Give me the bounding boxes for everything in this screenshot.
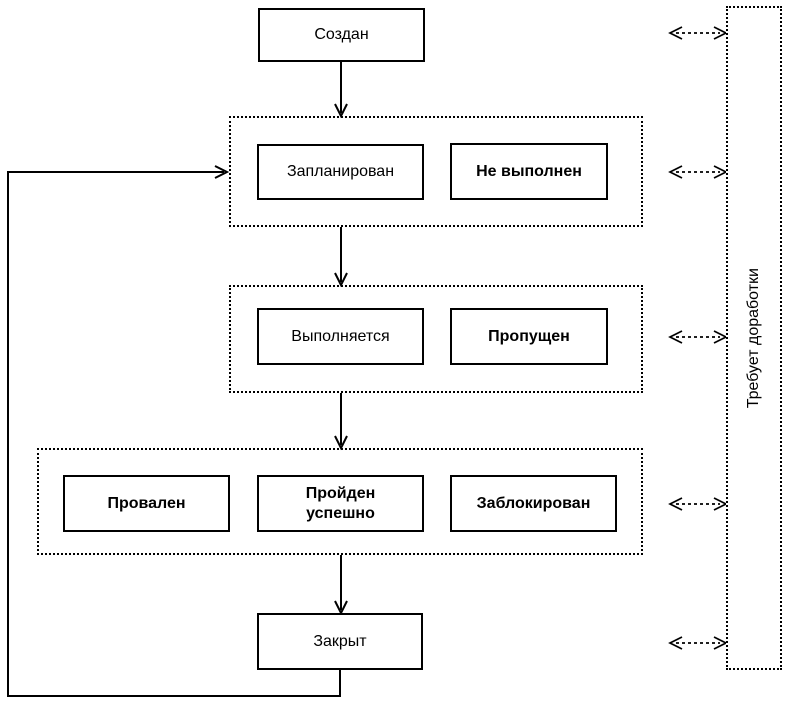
node-closed: Закрыт (257, 613, 423, 670)
node-blocked-label: Заблокирован (476, 494, 591, 512)
node-executing-label: Выполняется (291, 327, 390, 345)
arrow-planned-group-to-executing-group (334, 227, 348, 288)
arrow-closed-to-planned-loop (7, 165, 341, 697)
node-created: Создан (258, 8, 425, 62)
node-planned-label: Запланирован (286, 163, 395, 181)
node-blocked: Заблокирован (450, 475, 617, 532)
double-arrow-result-rework (668, 497, 728, 511)
node-executing: Выполняется (257, 308, 424, 365)
node-created-label: Создан (314, 26, 369, 44)
node-failed-label: Провален (107, 494, 186, 512)
node-passed-label: Пройден успешно (305, 485, 376, 522)
group-planned: Запланирован Не выполнен (229, 116, 643, 227)
group-executing: Выполняется Пропущен (229, 285, 643, 393)
node-planned: Запланирован (257, 144, 424, 200)
node-passed: Пройден успешно (257, 475, 424, 532)
node-not-executed: Не выполнен (450, 143, 608, 200)
arrow-executing-group-to-result-group (334, 393, 348, 451)
node-not-executed-label: Не выполнен (476, 162, 582, 180)
node-closed-label: Закрыт (313, 632, 367, 650)
arrow-created-to-planned-group (334, 62, 348, 119)
double-arrow-planned-rework (668, 165, 728, 179)
node-skipped-label: Пропущен (488, 327, 570, 345)
double-arrow-created-rework (668, 26, 728, 40)
double-arrow-executing-rework (668, 330, 728, 344)
double-arrow-closed-rework (668, 636, 728, 650)
node-skipped: Пропущен (450, 308, 608, 365)
node-needs-rework: Требует доработки (726, 6, 782, 670)
group-result: Провален Пройден успешно Заблокирован (37, 448, 643, 555)
node-failed: Провален (63, 475, 230, 532)
arrow-result-group-to-closed (334, 555, 348, 616)
node-needs-rework-label: Требует доработки (745, 267, 762, 409)
